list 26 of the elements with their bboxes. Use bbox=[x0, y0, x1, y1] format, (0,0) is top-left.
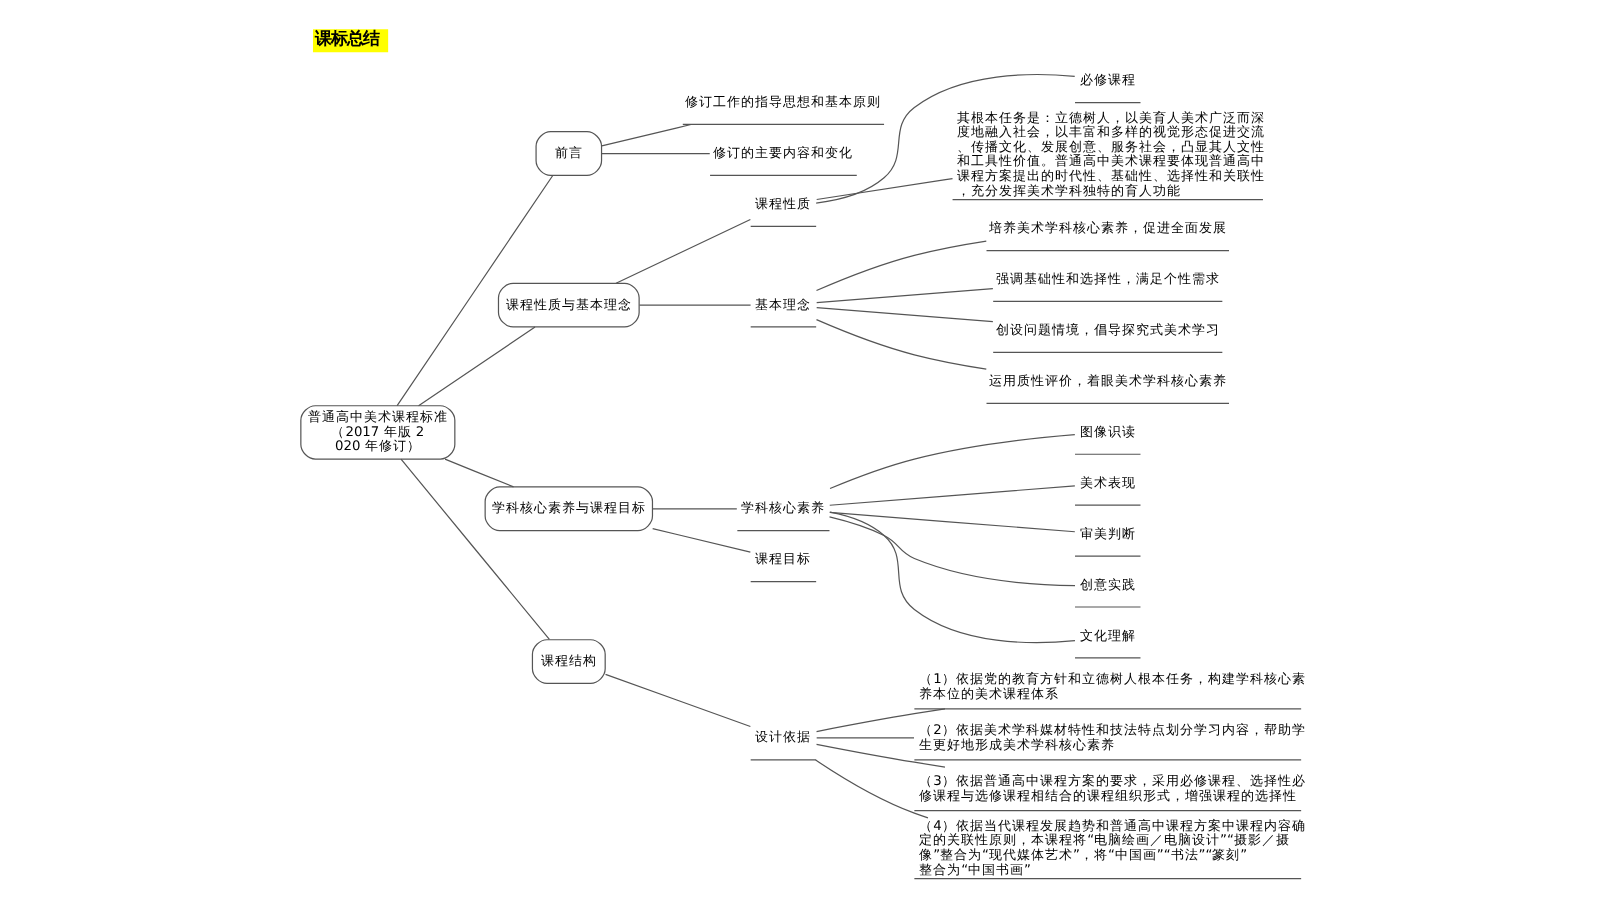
connector bbox=[416, 326, 535, 407]
connector bbox=[814, 73, 1075, 204]
connector bbox=[399, 458, 549, 641]
connector bbox=[614, 218, 750, 284]
connector bbox=[815, 737, 914, 739]
connector bbox=[815, 307, 993, 323]
connector bbox=[395, 174, 553, 407]
connector bbox=[637, 304, 751, 306]
connector bbox=[828, 434, 1075, 490]
connector bbox=[828, 511, 1075, 644]
connector bbox=[600, 152, 710, 155]
connector bbox=[651, 528, 750, 553]
connector bbox=[814, 743, 945, 768]
connector bbox=[814, 319, 986, 370]
connector bbox=[814, 759, 928, 819]
connector bbox=[815, 288, 993, 304]
connector bbox=[827, 516, 1075, 587]
connector bbox=[828, 485, 1075, 506]
connector bbox=[603, 673, 750, 728]
connector bbox=[815, 177, 953, 201]
connector bbox=[651, 508, 737, 510]
connector bbox=[600, 123, 691, 147]
diagram-title: 课标总结 bbox=[314, 28, 379, 49]
connector bbox=[814, 708, 945, 733]
connector bbox=[443, 458, 514, 488]
connector bbox=[814, 240, 986, 292]
